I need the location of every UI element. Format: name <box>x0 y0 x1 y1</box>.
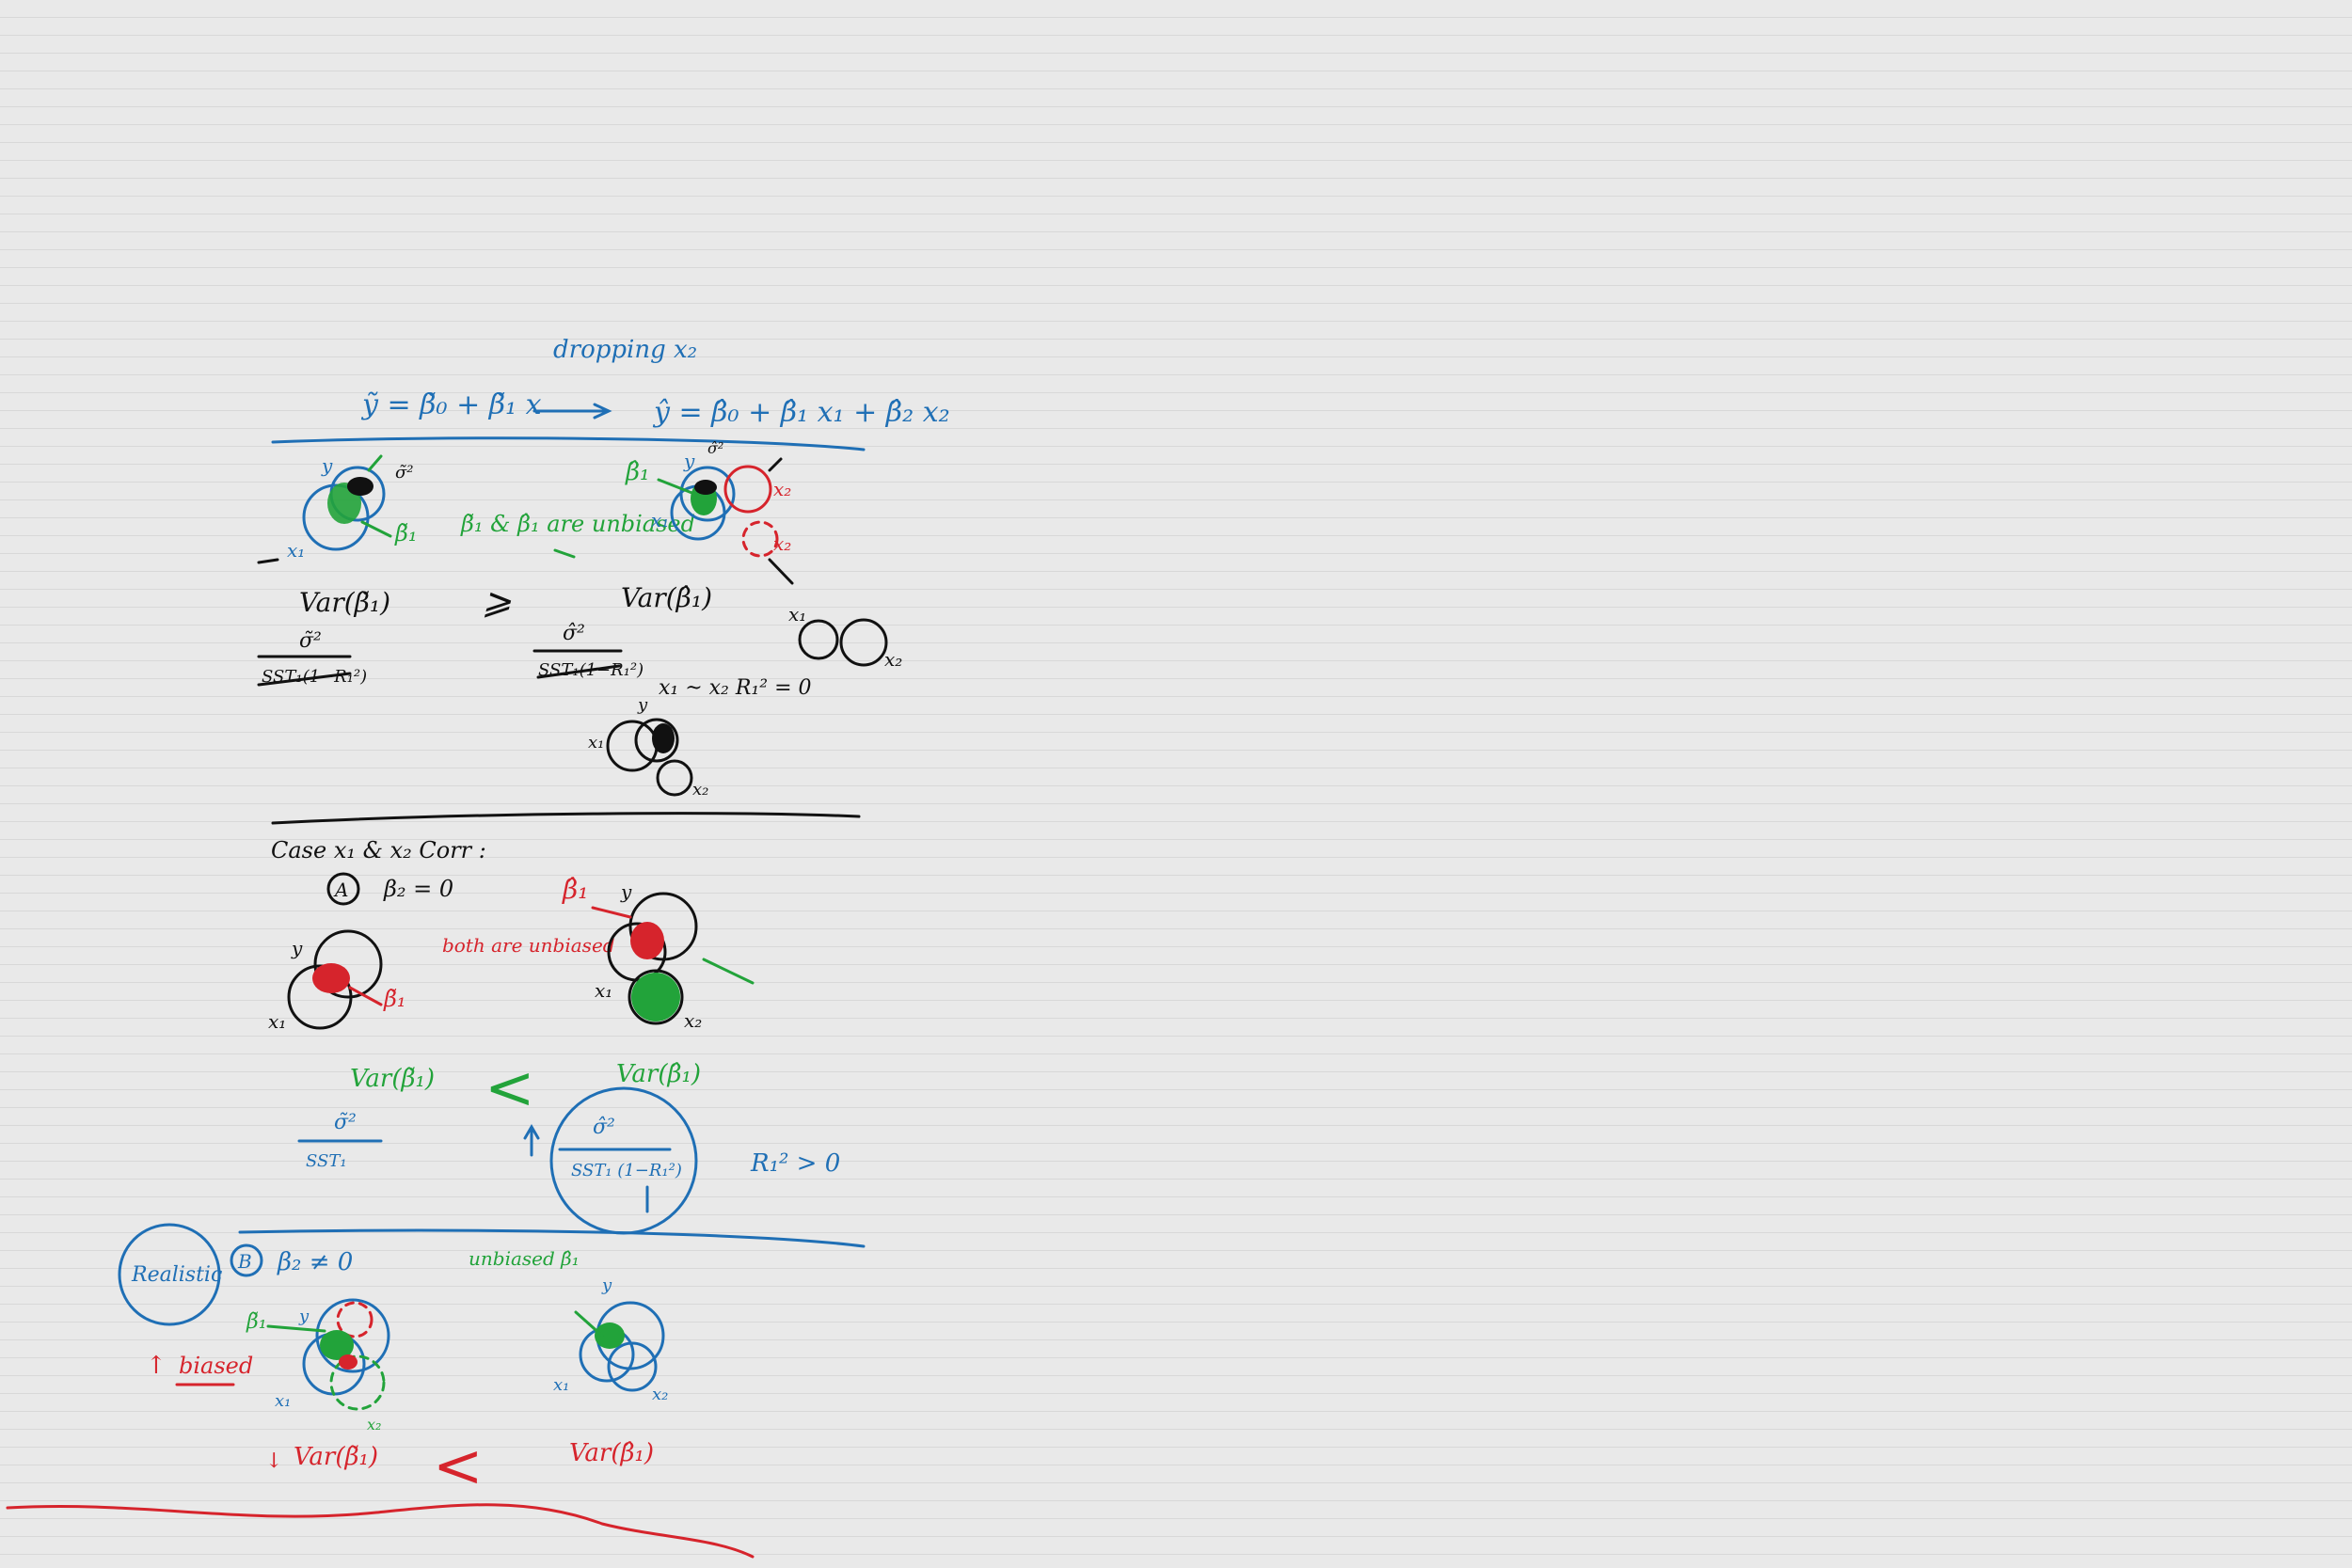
label-sigma-tilde: σ̃² <box>395 463 414 483</box>
label-sigma-hat: σ̂² <box>707 439 723 457</box>
label-beta-hat: β̂₁ <box>625 458 649 486</box>
realistic-label: Realistic <box>131 1263 222 1287</box>
venn-case-a-right: y x₁ x₂ β̂₁ <box>562 874 755 1032</box>
label-x2-4: x₂ <box>692 780 708 800</box>
unbiased-label: unbiased β̂₁ <box>469 1247 580 1270</box>
biased-label: biased <box>179 1353 253 1379</box>
label-x2-c: x₂ <box>367 1416 381 1433</box>
label-x2-b: x₂ <box>684 1009 702 1032</box>
label-x1-b: x₁ <box>595 979 612 1002</box>
label-x2-3: x₂ <box>884 648 902 671</box>
unbiased-note: β̃₁ & β̂₁ are unbiased <box>460 511 695 537</box>
case-a-circle <box>326 872 360 906</box>
var-tilde-1: Var(β̃₁) <box>299 587 390 618</box>
arrow-head-icon <box>593 403 612 420</box>
frac-hat-num-2: σ̂² <box>593 1116 615 1139</box>
down-arrow-mark: ↓ <box>265 1449 282 1473</box>
label-y: y <box>321 454 333 477</box>
realistic-circle <box>118 1223 221 1326</box>
both-unbiased-note: both are unbiased <box>442 934 615 957</box>
venn-case-b-left: y x₁ x₂ β̃₁ <box>246 1298 390 1433</box>
venn-no-overlap: y x₁ x₂ <box>588 695 708 800</box>
full-model-equation: ŷ = β̂₀ + β̂₁ x₁ + β̂₂ x₂ <box>652 396 950 429</box>
case-b-circle <box>230 1243 263 1277</box>
label-x1-a: x₁ <box>268 1010 286 1033</box>
label-y-d: y <box>601 1275 612 1295</box>
case-a-condition: β₂ = 0 <box>383 876 453 902</box>
label-x1: x₁ <box>287 539 305 562</box>
case-title: Case x₁ & x₂ Corr : <box>271 837 486 863</box>
label-beta-tilde-a: β̃₁ <box>383 986 406 1012</box>
venn-full-model: y x₁ x₂ x₂ β̂₁ σ̂² <box>625 439 794 585</box>
strike-line-2 <box>536 664 621 679</box>
var-tilde-3: Var(β̃₁) <box>294 1443 378 1471</box>
up-arrow-head-icon <box>523 1124 540 1140</box>
label-x1-3: x₁ <box>788 603 806 626</box>
frac-tilde-num: σ̃² <box>299 629 322 653</box>
relation-text: x₁ ~ x₂ R₁² = 0 <box>659 676 812 700</box>
venn-independent: x₁ x₂ <box>788 603 902 671</box>
frac-tilde-num-2: σ̃² <box>334 1111 357 1134</box>
venn-case-a-left: y x₁ β̃₁ <box>268 929 406 1033</box>
tick-mark <box>553 548 576 559</box>
label-x2-red: x₂ <box>773 478 791 500</box>
venn-case-b-right: y x₁ x₂ <box>553 1275 668 1404</box>
label-x1-4: x₁ <box>588 733 604 752</box>
reduced-model-equation: ỹ = β̃₀ + β̃₁ x <box>360 388 542 421</box>
label-x2-d: x₂ <box>652 1385 668 1404</box>
frac-tilde-den-2: SST₁ <box>306 1151 347 1171</box>
case-a-label: A <box>333 879 348 901</box>
label-x2-dashed: x₂ <box>773 532 791 555</box>
wavy-bottom-line <box>6 1503 755 1559</box>
divider-line-1 <box>271 436 866 451</box>
strike-line <box>257 672 352 687</box>
label-beta-hat-b: β̂₁ <box>562 874 588 905</box>
var-tilde-2: Var(β̃₁) <box>350 1065 435 1093</box>
label-x1-2: x₁ <box>651 509 669 531</box>
case-b-label: B <box>237 1250 252 1273</box>
label-x1-d: x₁ <box>553 1375 569 1395</box>
frac-hat-den-2: SST₁ (1−R₁²) <box>571 1161 682 1180</box>
label-y-b: y <box>620 880 632 903</box>
var-hat-2: Var(β̂₁) <box>616 1060 701 1088</box>
label-y-2: y <box>683 450 695 472</box>
label-x1-c: x₁ <box>275 1391 291 1411</box>
divider-line-2 <box>271 812 861 825</box>
label-y-3: y <box>637 695 648 715</box>
r-squared-condition: R₁² > 0 <box>750 1149 840 1178</box>
label-y-a: y <box>291 937 303 959</box>
frac-hat-num: σ̂² <box>563 622 585 645</box>
var-hat-3: Var(β̂₁) <box>569 1439 654 1467</box>
var-hat-1: Var(β̂₁) <box>621 582 712 613</box>
case-b-condition: β₂ ≠ 0 <box>277 1248 353 1276</box>
less-sign-3: < <box>433 1432 484 1501</box>
dropping-label: dropping x₂ <box>553 336 697 364</box>
label-beta-tilde-c: β̃₁ <box>246 1310 267 1334</box>
greater-equal-sign: ⩾ <box>482 580 512 622</box>
venn-reduced-model: y x₁ β̃₁ σ̃² <box>257 454 418 564</box>
label-beta-tilde: β̃₁ <box>394 520 418 546</box>
up-arrow-mark: ↑ <box>146 1352 167 1380</box>
label-y-c: y <box>298 1307 310 1326</box>
divider-line-3 <box>238 1228 866 1248</box>
less-sign-2: < <box>485 1053 535 1123</box>
